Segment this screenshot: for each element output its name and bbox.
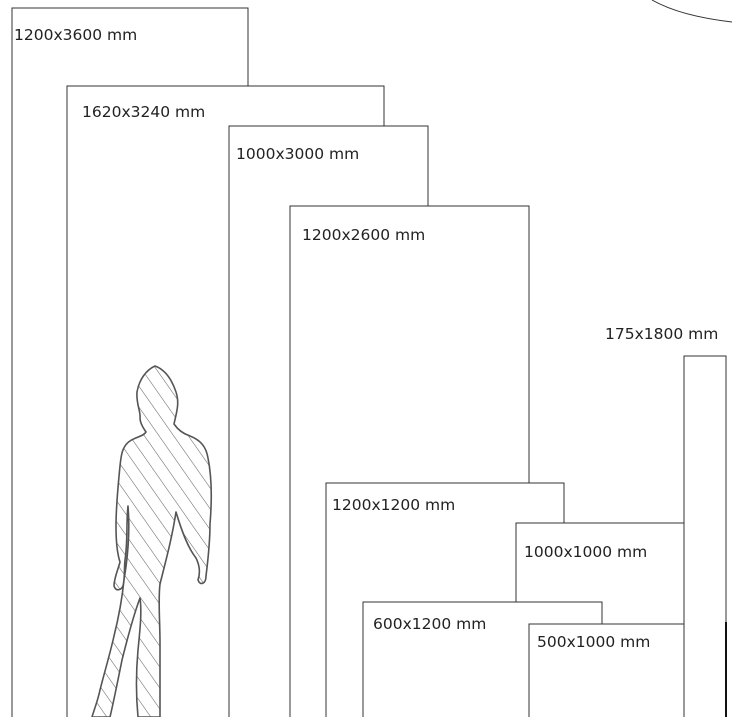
panel-label: 1620x3240 mm <box>82 103 205 121</box>
panel-label: 1200x2600 mm <box>302 226 425 244</box>
panel-label: 175x1800 mm <box>605 325 718 343</box>
panel-label: 1000x3000 mm <box>236 145 359 163</box>
panel-outline <box>683 355 727 717</box>
person-silhouette-icon <box>91 365 213 717</box>
panel-label: 600x1200 mm <box>373 615 486 633</box>
panel-label: 500x1000 mm <box>537 633 650 651</box>
panel-outline <box>528 623 685 717</box>
panel-label: 1200x3600 mm <box>14 26 137 44</box>
panel-175x1800: 175x1800 mm <box>605 325 727 717</box>
panel-label: 1200x1200 mm <box>332 496 455 514</box>
panel-label: 1000x1000 mm <box>524 543 647 561</box>
corner-arc-decoration <box>651 0 733 23</box>
panel-500x1000: 500x1000 mm <box>528 623 685 717</box>
